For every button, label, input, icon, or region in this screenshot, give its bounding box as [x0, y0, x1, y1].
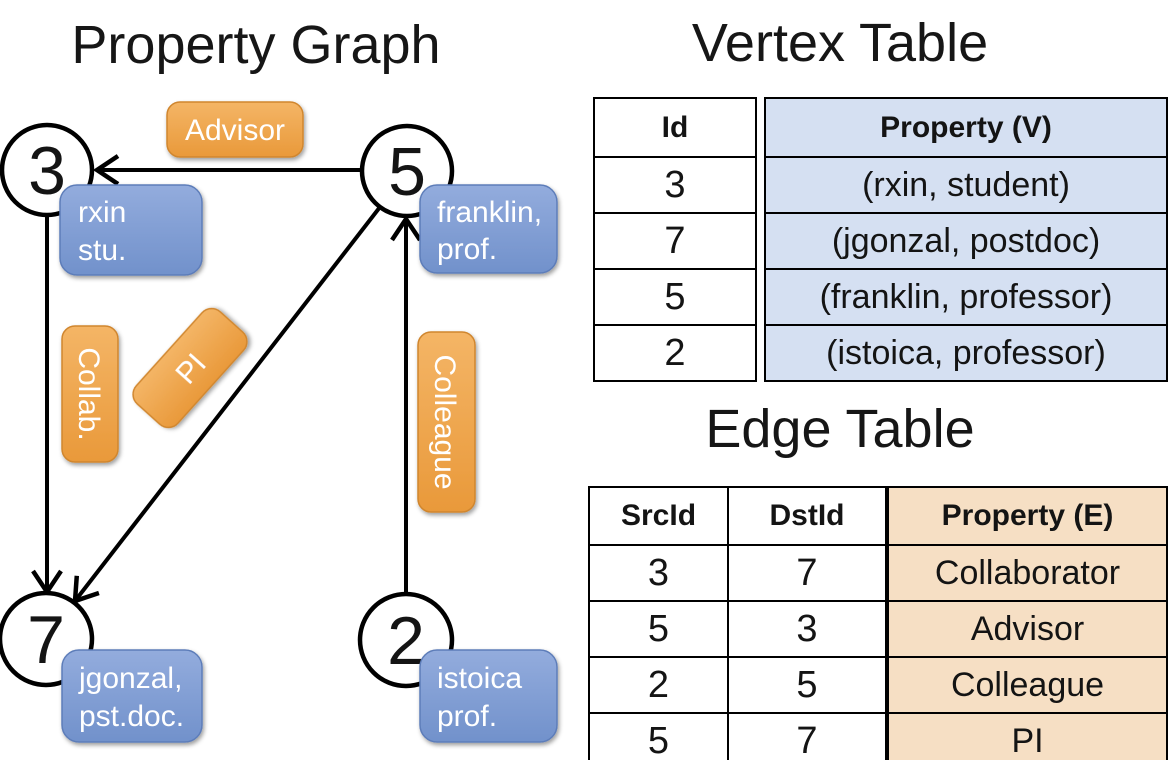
edge-label-advisor: Advisor — [166, 101, 304, 158]
edge-label-pi-bg — [132, 307, 248, 429]
node-7-id: 7 — [27, 602, 65, 678]
property-graph-canvas: 3 5 7 2 rxin stu. franklin, prof. jgonza… — [0, 101, 558, 743]
vertex-table-property-column: Property (V) (rxin, student) (jgonzal, p… — [764, 97, 1168, 382]
edge-label-advisor-text: Advisor — [185, 114, 285, 147]
node-3-id: 3 — [28, 133, 66, 209]
property-graph-title: Property Graph — [71, 15, 441, 75]
vertex-property-5-line1: franklin, — [437, 196, 542, 229]
vertex-table-title: Vertex Table — [691, 13, 989, 73]
vertex-property-box-2-bg — [419, 649, 558, 743]
edge-property-cell: Colleague — [887, 656, 1168, 714]
edge-table-header-dstid: DstId — [727, 486, 887, 546]
edge-label-advisor-bg — [166, 101, 304, 158]
vertex-property-3-line1: rxin — [78, 196, 126, 229]
edge-src-cell: 2 — [588, 656, 729, 714]
edge-label-collab-text: Collab. — [72, 347, 105, 440]
vertex-property-2-line1: istoica — [437, 662, 522, 695]
edge-table-property-column: Property (E) Collaborator Advisor Collea… — [887, 486, 1168, 760]
edge-dst-cell: 7 — [727, 712, 887, 760]
vertex-property-7-line2: pst.doc. — [79, 700, 184, 733]
edge-property-cell: Advisor — [887, 600, 1168, 658]
edge-table-id-columns: SrcId DstId 3 7 5 3 2 5 5 7 — [588, 486, 887, 760]
edge-label-colleague-text: Colleague — [428, 354, 461, 489]
vertex-property-box-2: istoica prof. — [419, 649, 558, 743]
vertex-table-id-column: Id 3 7 5 2 — [593, 97, 757, 382]
vertex-property-cell: (rxin, student) — [764, 156, 1168, 214]
vertex-property-cell: (jgonzal, postdoc) — [764, 212, 1168, 270]
vertex-property-7-line1: jgonzal, — [78, 662, 182, 695]
edge-dst-cell: 5 — [727, 656, 887, 714]
vertex-id-cell: 3 — [593, 156, 757, 214]
vertex-id-cell: 7 — [593, 212, 757, 270]
edge-src-cell: 5 — [588, 712, 729, 760]
vertex-property-cell: (franklin, professor) — [764, 268, 1168, 326]
vertex-table-header-property: Property (V) — [764, 97, 1168, 158]
edge-dst-cell: 3 — [727, 600, 887, 658]
vertex-property-box-5: franklin, prof. — [419, 184, 558, 274]
edge-property-cell: Collaborator — [887, 544, 1168, 602]
vertex-property-box-5-bg — [419, 184, 558, 274]
vertex-id-cell: 5 — [593, 268, 757, 326]
edge-table-header-srcid: SrcId — [588, 486, 729, 546]
edge-label-pi: PI — [132, 307, 248, 429]
node-2-id: 2 — [387, 603, 425, 679]
edge-table-header-property: Property (E) — [887, 486, 1168, 546]
vertex-property-cell: (istoica, professor) — [764, 324, 1168, 382]
vertex-property-3-line2: stu. — [78, 234, 126, 267]
vertex-table-header-id: Id — [593, 97, 757, 158]
vertex-property-5-line2: prof. — [437, 233, 497, 266]
edge-label-colleague-bg — [417, 331, 476, 513]
vertex-property-box-3-bg — [59, 184, 203, 276]
vertex-property-2-line2: prof. — [437, 700, 497, 733]
vertex-id-cell: 2 — [593, 324, 757, 382]
edge-label-collab: Collab. — [61, 325, 119, 463]
edge-property-cell: PI — [887, 712, 1168, 760]
edge-5-7-line — [72, 205, 382, 605]
edge-label-colleague: Colleague — [417, 331, 476, 513]
edge-src-cell: 3 — [588, 544, 729, 602]
edge-label-collab-bg — [61, 325, 119, 463]
vertex-property-box-3: rxin stu. — [59, 184, 203, 276]
edge-dst-cell: 7 — [727, 544, 887, 602]
edge-src-cell: 5 — [588, 600, 729, 658]
node-5-id: 5 — [388, 134, 426, 210]
vertex-property-box-7: jgonzal, pst.doc. — [61, 649, 203, 743]
edge-table-title: Edge Table — [705, 399, 975, 459]
vertex-property-box-7-bg — [61, 649, 203, 743]
